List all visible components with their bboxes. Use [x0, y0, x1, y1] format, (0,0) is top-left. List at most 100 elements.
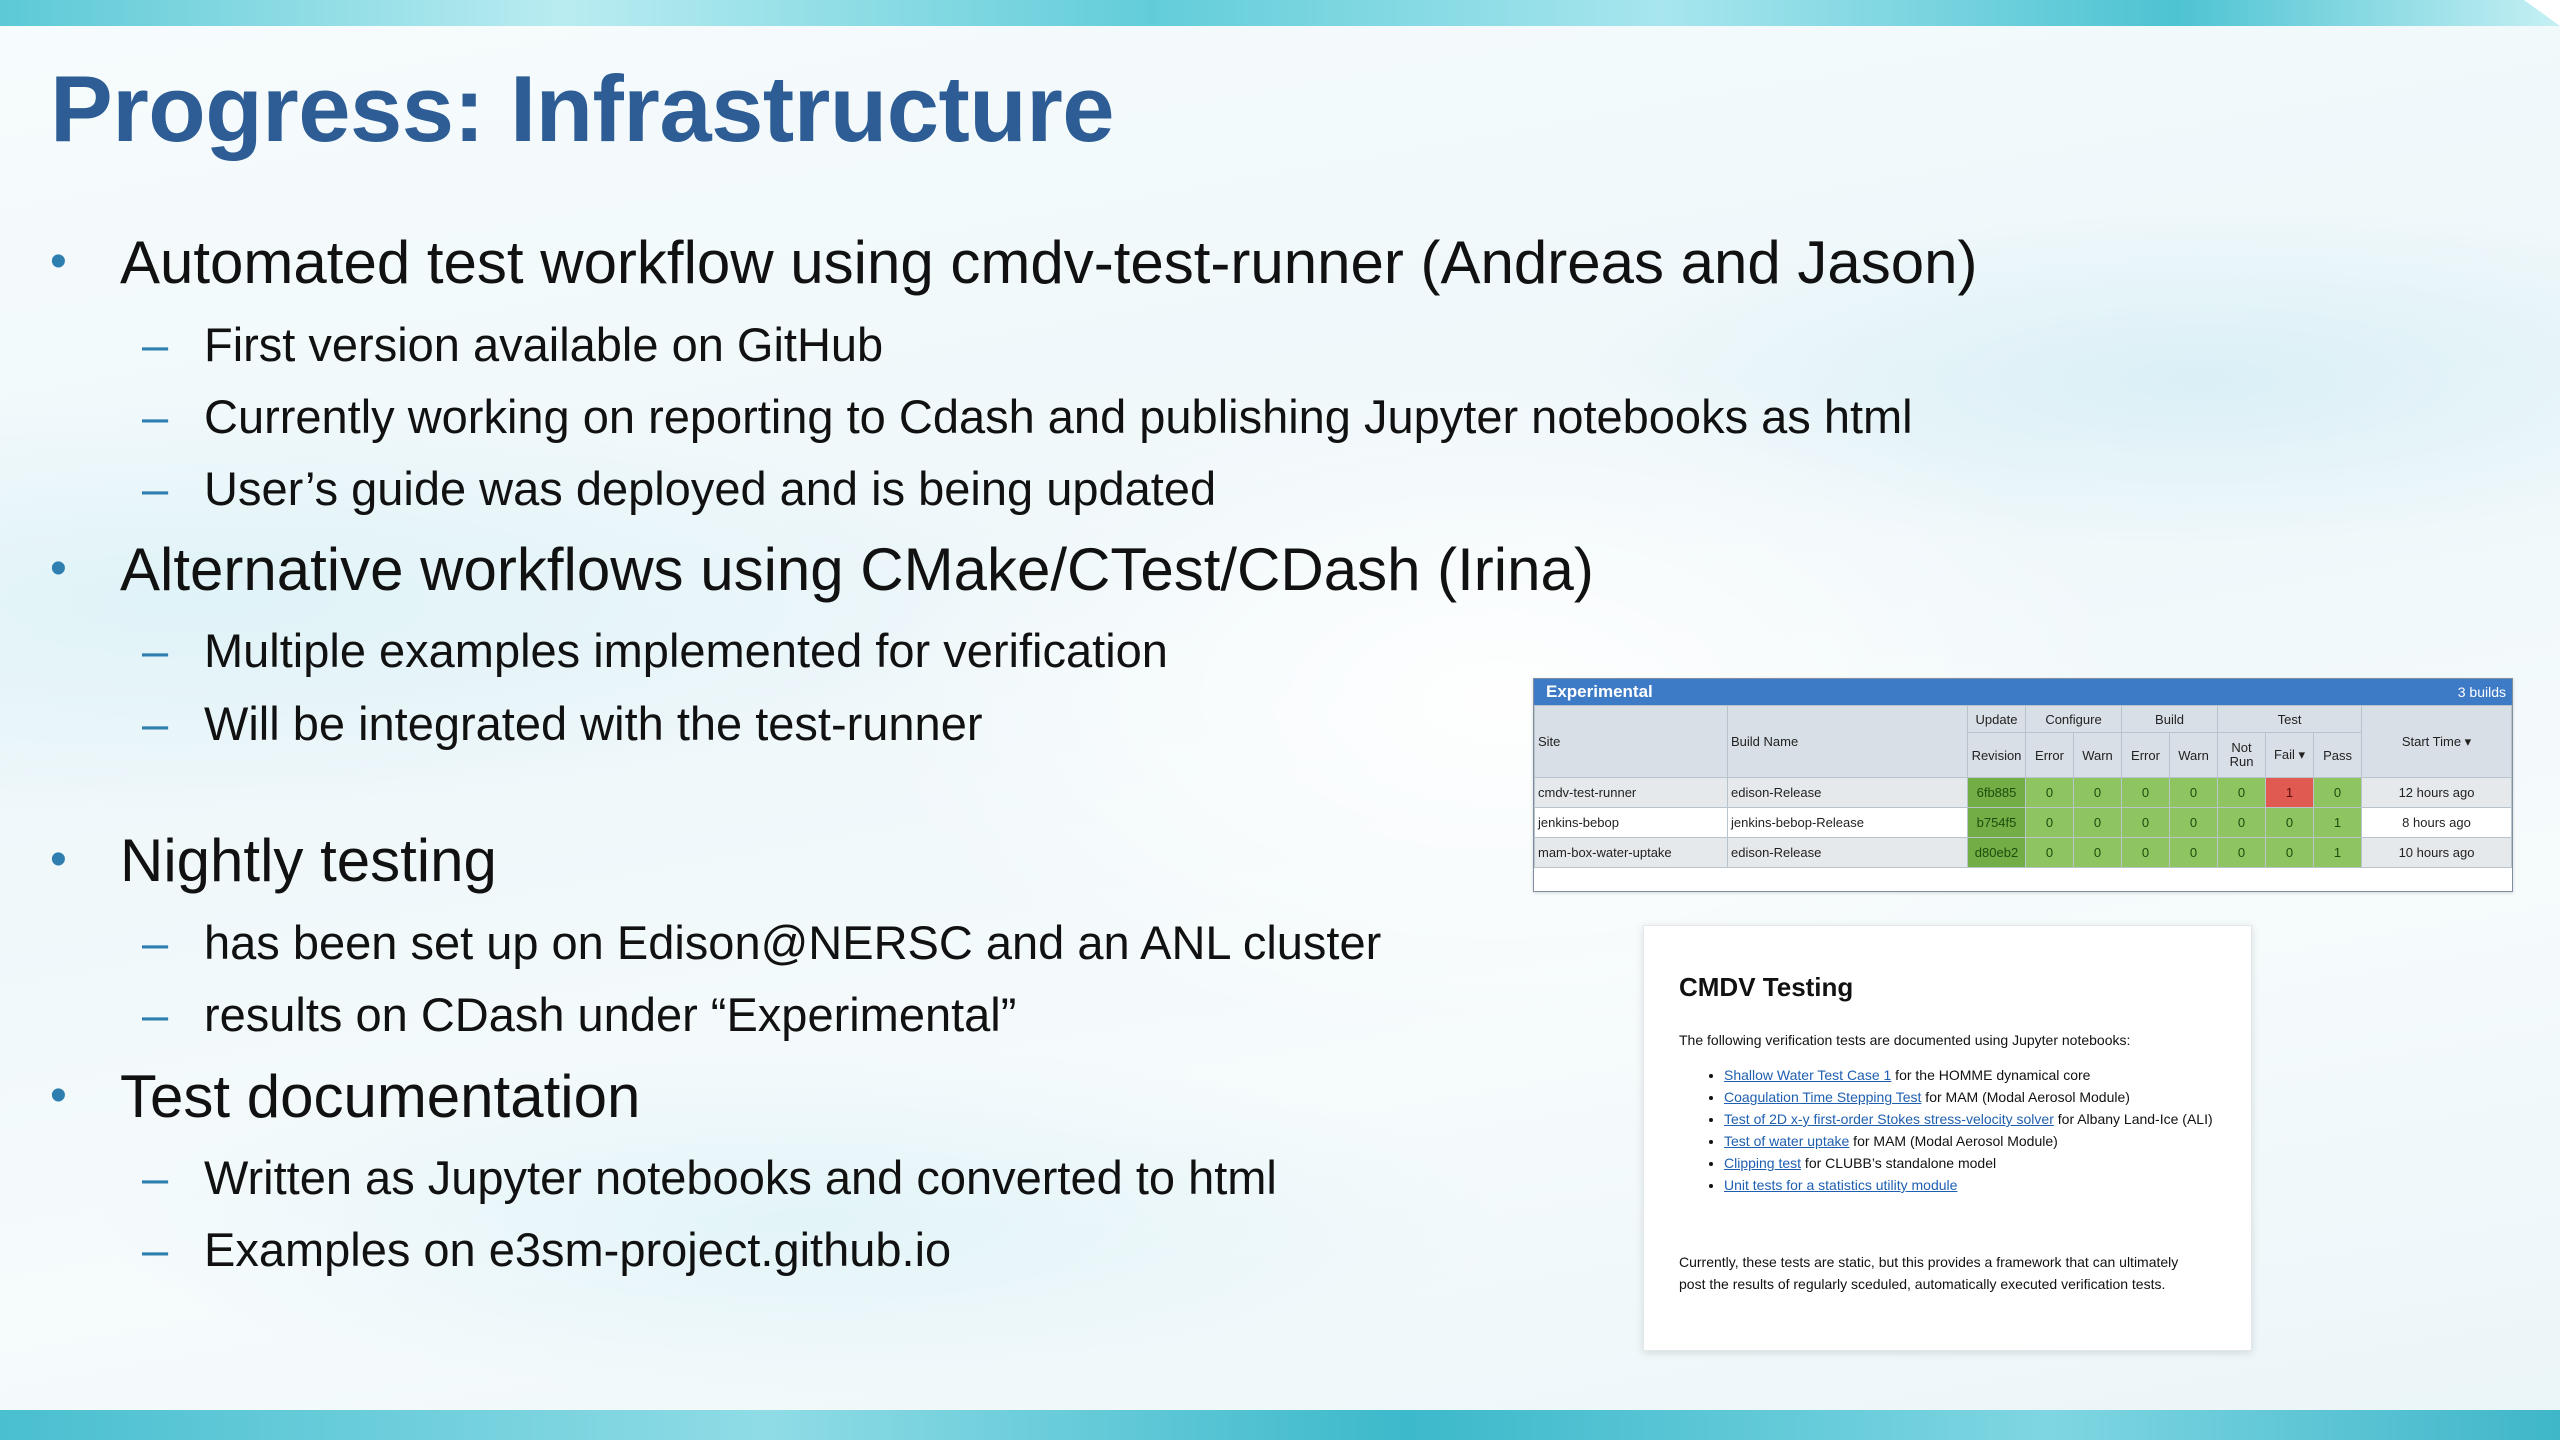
cell-start-time: 8 hours ago: [2361, 807, 2513, 838]
cell-pass[interactable]: 1: [2313, 807, 2363, 838]
bullet-text: Nightly testing: [120, 827, 497, 894]
cell-fail[interactable]: 1: [2265, 777, 2315, 808]
cell-not-run[interactable]: 0: [2217, 807, 2267, 838]
cell-revision[interactable]: 6fb885: [1967, 777, 2026, 808]
sub-bullet-text: Examples on e3sm-project.github.io: [204, 1223, 952, 1276]
cdash-group-title: Experimental: [1546, 682, 1653, 701]
cell-bld-error[interactable]: 0: [2121, 777, 2170, 808]
group-build: Build: [2120, 705, 2219, 733]
cell-cfg-warn[interactable]: 0: [2073, 807, 2122, 838]
cell-revision[interactable]: d80eb2: [1967, 837, 2026, 868]
cdash-dashboard-panel: Experimental 3 builds Site Build Name Up…: [1533, 678, 2513, 892]
sub-bullet-text: User’s guide was deployed and is being u…: [204, 462, 1217, 515]
sub-bullet-text: has been set up on Edison@NERSC and an A…: [204, 916, 1382, 969]
sub-bullet-item: – First version available on GitHub: [142, 317, 884, 372]
bullet-text: Test documentation: [120, 1063, 641, 1130]
cdash-group-header[interactable]: Experimental 3 builds: [1534, 679, 2512, 705]
sub-bullet-item: – Examples on e3sm-project.github.io: [142, 1222, 952, 1277]
bullet-item: • Test documentation: [50, 1062, 641, 1131]
top-decor-band: [0, 0, 2560, 26]
list-item: Clipping test for CLUBB’s standalone mod…: [1724, 1154, 2224, 1172]
cell-cfg-warn[interactable]: 0: [2073, 777, 2122, 808]
doc-link[interactable]: Test of water uptake: [1724, 1133, 1850, 1149]
bullet-text: Alternative workflows using CMake/CTest/…: [120, 536, 1594, 603]
cell-cfg-error[interactable]: 0: [2025, 837, 2074, 868]
list-item: Shallow Water Test Case 1 for the HOMME …: [1724, 1066, 2224, 1084]
col-revision[interactable]: Revision: [1967, 732, 2026, 778]
bullet-item: • Automated test workflow using cmdv-tes…: [50, 228, 1978, 297]
doc-link[interactable]: Clipping test: [1724, 1155, 1802, 1171]
cell-start-time: 10 hours ago: [2361, 837, 2513, 868]
sub-bullet-text: results on CDash under “Experimental”: [204, 988, 1017, 1041]
sub-bullet-text: Will be integrated with the test-runner: [204, 697, 983, 750]
cell-site[interactable]: cmdv-test-runner: [1534, 777, 1728, 808]
cell-build-name[interactable]: jenkins-bebop-Release: [1727, 807, 1968, 838]
cell-site[interactable]: jenkins-bebop: [1534, 807, 1728, 838]
table-row[interactable]: cmdv-test-runner edison-Release 6fb885 0…: [1534, 777, 2513, 808]
cell-bld-warn[interactable]: 0: [2168, 807, 2219, 838]
table-row[interactable]: jenkins-bebop jenkins-bebop-Release b754…: [1534, 807, 2513, 838]
cell-pass[interactable]: 1: [2313, 837, 2363, 868]
dash-icon: –: [142, 988, 169, 1041]
col-build-warn[interactable]: Warn: [2168, 732, 2219, 778]
table-row[interactable]: mam-box-water-uptake edison-Release d80e…: [1534, 837, 2513, 868]
cell-bld-error[interactable]: 0: [2121, 837, 2170, 868]
cell-cfg-error[interactable]: 0: [2025, 807, 2074, 838]
doc-link[interactable]: Coagulation Time Stepping Test: [1724, 1089, 1922, 1105]
cell-not-run[interactable]: 0: [2217, 777, 2267, 808]
doc-link[interactable]: Unit tests for a statistics utility modu…: [1724, 1177, 1958, 1193]
cell-bld-warn[interactable]: 0: [2168, 777, 2219, 808]
sub-bullet-item: – Will be integrated with the test-runne…: [142, 696, 983, 751]
group-test: Test: [2217, 705, 2363, 733]
cell-pass[interactable]: 0: [2313, 777, 2363, 808]
sub-bullet-text: First version available on GitHub: [204, 318, 884, 371]
sub-bullet-item: – results on CDash under “Experimental”: [142, 987, 1017, 1042]
col-build-name[interactable]: Build Name: [1727, 705, 1968, 778]
col-site[interactable]: Site: [1534, 705, 1728, 778]
group-configure: Configure: [2025, 705, 2122, 733]
col-configure-error[interactable]: Error: [2025, 732, 2074, 778]
doc-link-desc: for Albany Land-Ice (ALI): [2053, 1111, 2213, 1127]
doc-link-desc: for MAM (Modal Aerosol Module): [1849, 1133, 2058, 1149]
cell-build-name[interactable]: edison-Release: [1727, 837, 1968, 868]
dash-icon: –: [142, 318, 169, 371]
sub-bullet-text: Written as Jupyter notebooks and convert…: [204, 1151, 1277, 1204]
cell-cfg-warn[interactable]: 0: [2073, 837, 2122, 868]
cell-fail[interactable]: 0: [2265, 807, 2315, 838]
col-start-time[interactable]: Start Time ▾: [2361, 705, 2513, 778]
cell-not-run[interactable]: 0: [2217, 837, 2267, 868]
cell-fail[interactable]: 0: [2265, 837, 2315, 868]
doc-intro: The following verification tests are doc…: [1679, 1032, 2131, 1048]
doc-test-list: Shallow Water Test Case 1 for the HOMME …: [1706, 1066, 2224, 1198]
sub-bullet-item: – Multiple examples implemented for veri…: [142, 623, 1168, 678]
sub-bullet-item: – Written as Jupyter notebooks and conve…: [142, 1150, 1277, 1205]
col-fail[interactable]: Fail ▾: [2265, 732, 2315, 778]
doc-link[interactable]: Shallow Water Test Case 1: [1724, 1067, 1892, 1083]
list-item: Unit tests for a statistics utility modu…: [1724, 1176, 2224, 1194]
sub-bullet-text: Currently working on reporting to Cdash …: [204, 390, 1913, 443]
col-configure-warn[interactable]: Warn: [2073, 732, 2122, 778]
bullet-dot-icon: •: [50, 542, 67, 595]
col-build-error[interactable]: Error: [2121, 732, 2170, 778]
list-item: Test of water uptake for MAM (Modal Aero…: [1724, 1132, 2224, 1150]
cell-revision[interactable]: b754f5: [1967, 807, 2026, 838]
doc-title: CMDV Testing: [1679, 972, 1854, 1002]
bullet-dot-icon: •: [50, 1069, 67, 1122]
bullet-text: Automated test workflow using cmdv-test-…: [120, 229, 1978, 296]
bullet-dot-icon: •: [50, 235, 67, 288]
sub-bullet-text: Multiple examples implemented for verifi…: [204, 624, 1168, 677]
list-item: Coagulation Time Stepping Test for MAM (…: [1724, 1088, 2224, 1106]
cell-bld-warn[interactable]: 0: [2168, 837, 2219, 868]
doc-link[interactable]: Test of 2D x-y first-order Stokes stress…: [1724, 1111, 2054, 1127]
dash-icon: –: [142, 462, 169, 515]
dash-icon: –: [142, 916, 169, 969]
doc-outro: Currently, these tests are static, but t…: [1679, 1254, 2179, 1292]
cell-build-name[interactable]: edison-Release: [1727, 777, 1968, 808]
cell-site[interactable]: mam-box-water-uptake: [1534, 837, 1728, 868]
col-pass[interactable]: Pass: [2313, 732, 2363, 778]
slide-title: Progress: Infrastructure: [50, 56, 1115, 161]
cell-cfg-error[interactable]: 0: [2025, 777, 2074, 808]
cell-bld-error[interactable]: 0: [2121, 807, 2170, 838]
doc-link-desc: for MAM (Modal Aerosol Module): [1921, 1089, 2130, 1105]
col-not-run[interactable]: Not Run: [2217, 732, 2267, 778]
